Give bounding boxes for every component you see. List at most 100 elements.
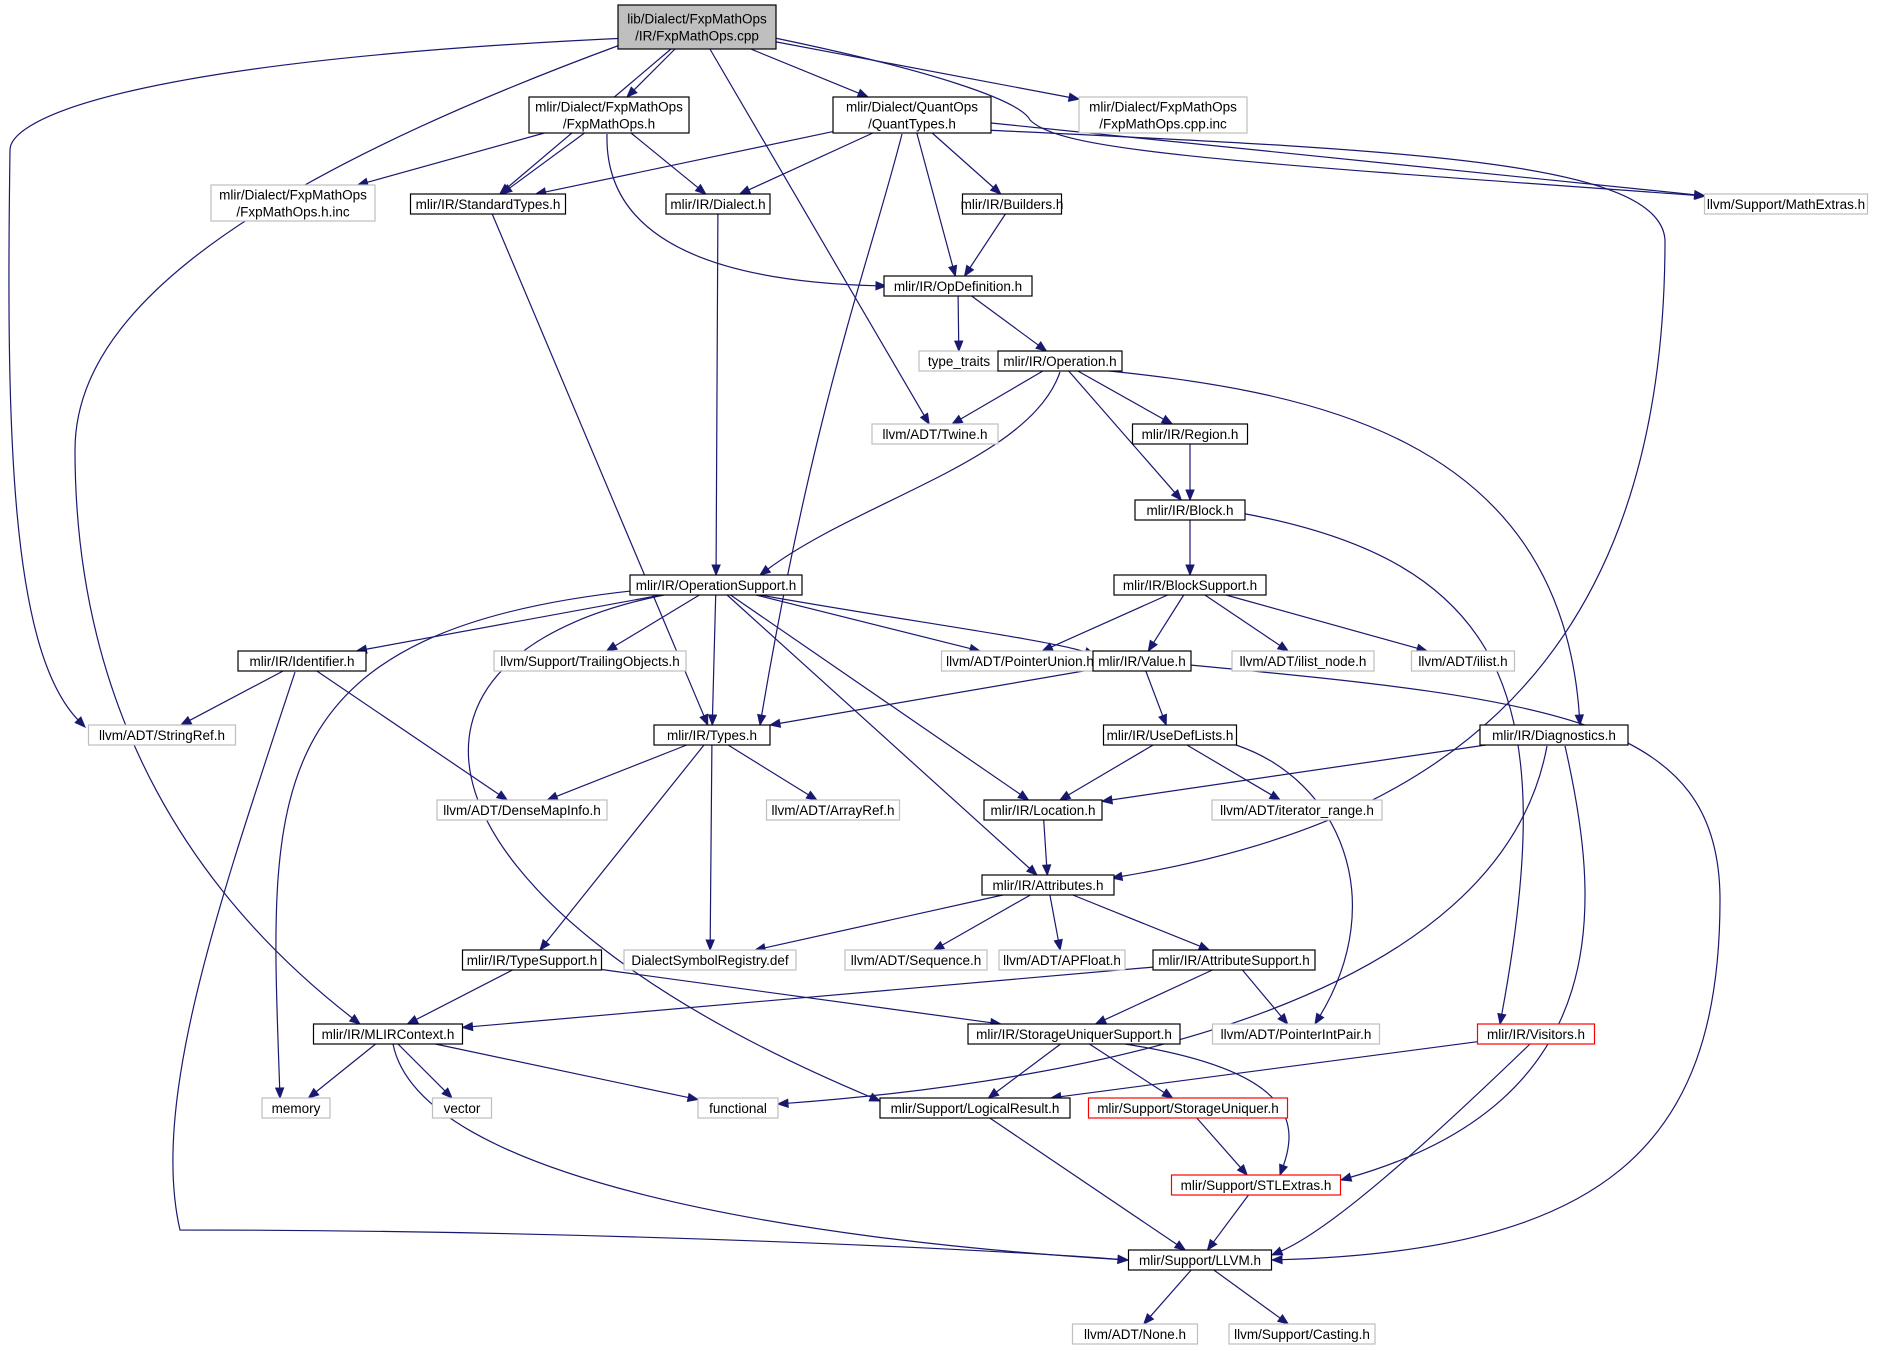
edge-operation-to-block bbox=[1068, 370, 1183, 502]
node-diagnostics[interactable]: mlir/IR/Diagnostics.h bbox=[1479, 724, 1629, 746]
node-root[interactable]: lib/Dialect/FxpMathOps/IR/FxpMathOps.cpp bbox=[617, 4, 777, 50]
node-box bbox=[967, 1023, 1181, 1045]
node-types[interactable]: mlir/IR/Types.h bbox=[653, 724, 771, 746]
edge-quanttypes-to-opdefinition bbox=[916, 132, 958, 278]
node-quanttypes[interactable]: mlir/Dialect/QuantOps/QuantTypes.h bbox=[832, 96, 992, 134]
node-label: mlir/IR/Operation.h bbox=[1003, 354, 1116, 369]
node-typesupport[interactable]: mlir/IR/TypeSupport.h bbox=[461, 949, 603, 971]
node-memory: memory bbox=[261, 1097, 331, 1119]
edge-opsupport-to-pointerunion bbox=[755, 594, 982, 654]
edge-root-to-fxp_h bbox=[626, 48, 676, 98]
node-label: llvm/ADT/DenseMapInfo.h bbox=[443, 803, 601, 818]
node-region[interactable]: mlir/IR/Region.h bbox=[1131, 423, 1249, 445]
node-box bbox=[1410, 650, 1516, 672]
edge-arrowhead bbox=[953, 340, 964, 353]
node-mlircontext[interactable]: mlir/IR/MLIRContext.h bbox=[312, 1023, 464, 1045]
edge-opsupport-to-location bbox=[730, 594, 1030, 801]
node-block[interactable]: mlir/IR/Block.h bbox=[1134, 499, 1246, 521]
node-attributesupport[interactable]: mlir/IR/AttributeSupport.h bbox=[1152, 949, 1316, 971]
node-label: mlir/IR/Builders.h bbox=[961, 197, 1064, 212]
node-location[interactable]: mlir/IR/Location.h bbox=[983, 799, 1103, 821]
edge-blocksupport-to-ilist bbox=[1225, 594, 1429, 653]
edge-quanttypes-to-builders bbox=[931, 132, 1002, 195]
node-box bbox=[493, 650, 687, 672]
node-box bbox=[1134, 499, 1246, 521]
node-visitors[interactable]: mlir/IR/Visitors.h bbox=[1476, 1023, 1596, 1045]
node-llvm-h[interactable]: mlir/Support/LLVM.h bbox=[1127, 1249, 1273, 1271]
edge-value-to-types bbox=[768, 668, 1094, 728]
node-box bbox=[879, 1097, 1071, 1119]
edge-opsupport-to-memory bbox=[274, 589, 641, 1100]
node-box bbox=[998, 949, 1126, 971]
edge-value-to-llvm_h bbox=[1189, 664, 1721, 1265]
edge-mlircontext-to-memory bbox=[307, 1043, 376, 1099]
node-label: mlir/IR/MLIRContext.h bbox=[322, 1027, 455, 1042]
node-pointerintpair: llvm/ADT/PointerIntPair.h bbox=[1211, 1023, 1381, 1045]
node-label: mlir/Support/STLExtras.h bbox=[1181, 1178, 1332, 1193]
edge-arrowhead bbox=[1279, 1163, 1289, 1177]
edge-arrowhead bbox=[738, 185, 752, 195]
node-label: llvm/ADT/PointerUnion.h bbox=[946, 654, 1094, 669]
node-box bbox=[1228, 1323, 1376, 1345]
edge-arrowhead bbox=[705, 939, 715, 952]
edge-arrowhead bbox=[776, 1098, 789, 1108]
node-label: mlir/IR/BlockSupport.h bbox=[1123, 578, 1257, 593]
edge-arrowhead bbox=[989, 183, 1002, 195]
edge-mlircontext-to-functional bbox=[435, 1043, 700, 1103]
node-label: llvm/Support/TrailingObjects.h bbox=[500, 654, 680, 669]
edge-arrowhead bbox=[963, 264, 975, 278]
edge-arrowhead bbox=[1142, 1312, 1155, 1326]
node-standardtypes[interactable]: mlir/IR/StandardTypes.h bbox=[409, 193, 567, 215]
edge-arrowhead bbox=[605, 641, 619, 652]
edge-arrowhead bbox=[1017, 790, 1030, 801]
node-label: mlir/Support/LogicalResult.h bbox=[891, 1101, 1060, 1116]
node-box bbox=[1131, 423, 1249, 445]
node-label: llvm/ADT/Sequence.h bbox=[851, 953, 982, 968]
node-box bbox=[629, 574, 803, 596]
node-identifier[interactable]: mlir/IR/Identifier.h bbox=[237, 650, 367, 672]
node-label: llvm/ADT/PointerIntPair.h bbox=[1221, 1027, 1372, 1042]
edge-arrowhead bbox=[1170, 488, 1183, 502]
edge-storageuniquer-to-stlextras bbox=[1196, 1117, 1249, 1177]
node-label: mlir/IR/StorageUniquerSupport.h bbox=[976, 1027, 1172, 1042]
node-opsupport[interactable]: mlir/IR/OperationSupport.h bbox=[629, 574, 803, 596]
edge-block-to-blocksupport bbox=[1185, 520, 1195, 577]
node-dialect[interactable]: mlir/IR/Dialect.h bbox=[665, 193, 771, 215]
edge-arrowhead bbox=[626, 86, 638, 98]
edge-blocksupport-to-pointerunion bbox=[1041, 594, 1168, 652]
edge-arrowhead bbox=[699, 713, 709, 727]
node-densemapinfo: llvm/ADT/DenseMapInfo.h bbox=[436, 799, 608, 821]
edge-opsupport-to-identifier bbox=[355, 594, 662, 654]
node-storageuniquer[interactable]: mlir/Support/StorageUniquer.h bbox=[1087, 1097, 1289, 1119]
node-dialectsymbolregistry: DialectSymbolRegistry.def bbox=[623, 949, 797, 971]
node-storageuniquersupport[interactable]: mlir/IR/StorageUniquerSupport.h bbox=[967, 1023, 1181, 1045]
edge-arrowhead bbox=[856, 88, 870, 98]
node-vector: vector bbox=[431, 1097, 493, 1119]
node-builders[interactable]: mlir/IR/Builders.h bbox=[961, 193, 1064, 215]
edge-quanttypes-to-standardtypes bbox=[534, 131, 834, 197]
node-usedeflists[interactable]: mlir/IR/UseDefLists.h bbox=[1102, 724, 1238, 746]
node-opdefinition[interactable]: mlir/IR/OpDefinition.h bbox=[883, 275, 1033, 297]
node-label: /FxpMathOps.h.inc bbox=[236, 205, 350, 220]
node-stlextras[interactable]: mlir/Support/STLExtras.h bbox=[1170, 1174, 1342, 1196]
node-fxp-h[interactable]: mlir/Dialect/FxpMathOps/FxpMathOps.h bbox=[528, 96, 690, 134]
edge-arrowhead bbox=[948, 264, 958, 278]
edge-attributesupport-to-mlircontext bbox=[461, 966, 1154, 1032]
node-logicalresult[interactable]: mlir/Support/LogicalResult.h bbox=[879, 1097, 1071, 1119]
node-blocksupport[interactable]: mlir/IR/BlockSupport.h bbox=[1113, 574, 1267, 596]
node-value[interactable]: mlir/IR/Value.h bbox=[1092, 650, 1192, 672]
edge-attributesupport-to-pointerintpair bbox=[1241, 969, 1289, 1026]
node-box bbox=[961, 193, 1063, 215]
node-operation[interactable]: mlir/IR/Operation.h bbox=[997, 350, 1123, 372]
node-label: /FxpMathOps.cpp.inc bbox=[1099, 117, 1227, 132]
edge-arrowhead bbox=[1158, 713, 1167, 727]
edge-arrowhead bbox=[758, 564, 772, 576]
node-box bbox=[1152, 949, 1316, 971]
edge-attributes-to-dialectsymbolregistry bbox=[753, 894, 1004, 953]
node-label: /QuantTypes.h bbox=[868, 117, 956, 132]
node-attributes[interactable]: mlir/IR/Attributes.h bbox=[981, 874, 1115, 896]
edge-arrowhead bbox=[987, 1087, 1000, 1099]
edge-operation-to-region bbox=[1077, 370, 1174, 425]
edge-arrowhead bbox=[274, 1087, 285, 1100]
